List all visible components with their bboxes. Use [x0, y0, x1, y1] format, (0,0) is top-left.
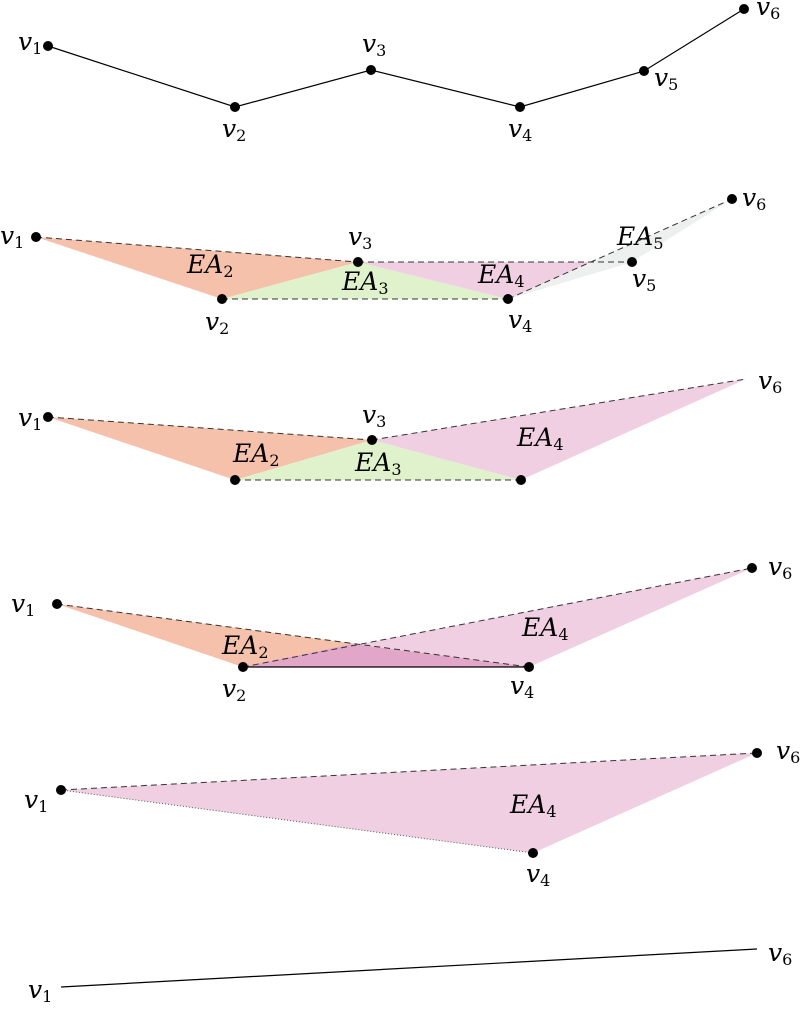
vertex-v2 [217, 294, 227, 304]
vertex-v4 [503, 294, 513, 304]
area-EA3 [222, 262, 508, 299]
edge-v1-v6 [60, 948, 758, 988]
vertex-v1 [31, 232, 41, 242]
label-EA3: EA3 [341, 267, 389, 298]
label-EA3: EA3 [354, 448, 402, 479]
vertex-v4 [515, 102, 525, 112]
panel-5-v2-removed: v1 v4 v6 EA4 [24, 736, 800, 890]
area-EA4 [243, 568, 752, 667]
label-EA5: EA5 [616, 222, 664, 253]
edge-v4-v6 [507, 198, 733, 300]
label-v4: v4 [508, 305, 532, 336]
label-v3: v3 [348, 222, 372, 253]
vertex-v2 [238, 662, 248, 672]
label-EA2: EA2 [186, 250, 234, 281]
polyline [47, 8, 745, 108]
vertex-v2 [230, 475, 240, 485]
label-v2: v2 [222, 674, 246, 705]
label-v4: v4 [508, 114, 532, 145]
area-EA4 [358, 262, 632, 299]
vertex-v6 [747, 563, 757, 573]
vertex-v5 [639, 66, 649, 76]
edge-v1-v3 [47, 416, 373, 441]
label-v5: v5 [632, 264, 656, 295]
vertex-v2 [230, 102, 240, 112]
label-EA4: EA4 [516, 423, 564, 454]
label-v6: v6 [776, 736, 800, 767]
label-v1: v1 [18, 27, 42, 58]
label-v5: v5 [654, 63, 678, 94]
area-EA4 [372, 379, 746, 480]
edge-v3-v6 [371, 378, 747, 441]
label-EA4: EA4 [521, 613, 569, 644]
edge-v1-v6 [60, 752, 758, 791]
label-EA4: EA4 [477, 260, 525, 291]
vertex-v6 [752, 748, 762, 758]
vertex-v3 [353, 257, 363, 267]
label-v6: v6 [758, 366, 782, 397]
area-overlap [243, 644, 529, 667]
vertex-v1 [56, 785, 66, 795]
panel-3-v5-removed: v1 v3 v6 EA2 EA3 EA4 [18, 366, 782, 485]
label-v1: v1 [11, 589, 35, 620]
label-EA2: EA2 [232, 439, 280, 470]
panel-2-effective-areas: v1 v2 v3 v4 v5 v6 EA2 EA3 EA4 EA5 [0, 183, 766, 338]
panel-1-original-polyline: v1 v2 v3 v4 v5 v6 [18, 0, 780, 145]
label-v1: v1 [24, 785, 48, 816]
label-v3: v3 [362, 400, 386, 431]
edge-v2-v6 [242, 567, 753, 668]
area-EA2 [48, 417, 372, 480]
panel-4-v3-removed: v1 v2 v4 v6 EA2 EA4 [11, 552, 792, 705]
label-v2: v2 [222, 114, 246, 145]
area-EA2 [36, 237, 358, 299]
edge-v1-v4 [60, 789, 534, 854]
vertex-v4 [528, 848, 538, 858]
label-v4: v4 [526, 859, 550, 890]
panel-6-simplified-line: v1 v6 [28, 938, 792, 1006]
vertex-v3 [367, 435, 377, 445]
label-EA4: EA4 [509, 790, 557, 821]
label-EA2: EA2 [221, 631, 269, 662]
vertex-v6 [739, 4, 749, 14]
label-v3: v3 [362, 29, 386, 60]
label-v6: v6 [756, 0, 780, 23]
vertex-v4 [516, 475, 526, 485]
vertex-v1 [43, 41, 53, 51]
vertex-v3 [366, 65, 376, 75]
vertex-v1 [52, 599, 62, 609]
label-v1: v1 [0, 221, 24, 252]
label-v6: v6 [742, 183, 766, 214]
area-EA4 [61, 753, 757, 853]
label-v4: v4 [510, 671, 534, 702]
vertex-v6 [727, 194, 737, 204]
label-v1: v1 [28, 975, 52, 1006]
label-v6: v6 [768, 552, 792, 583]
label-v2: v2 [205, 307, 229, 338]
label-v1: v1 [18, 403, 42, 434]
vertex-v4 [524, 662, 534, 672]
vertex-v1 [43, 412, 53, 422]
vertex-v5 [627, 257, 637, 267]
label-v6: v6 [768, 938, 792, 969]
edge-v1-v3 [35, 236, 359, 263]
area-EA3 [235, 440, 521, 480]
